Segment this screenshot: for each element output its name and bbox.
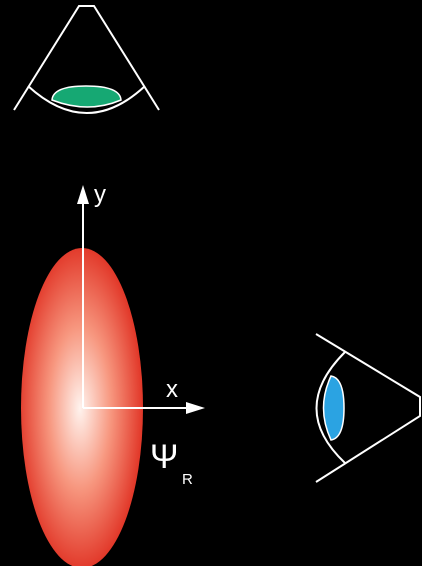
wavefunction-label: Ψ xyxy=(150,438,178,476)
top-eye-lens xyxy=(52,86,121,107)
x-axis-label: x xyxy=(166,376,178,403)
wavefunction-subscript: R xyxy=(182,471,193,488)
side-eye-lens xyxy=(324,376,345,440)
psi-symbol: Ψ xyxy=(150,438,178,476)
y-axis-label: y xyxy=(94,181,106,208)
